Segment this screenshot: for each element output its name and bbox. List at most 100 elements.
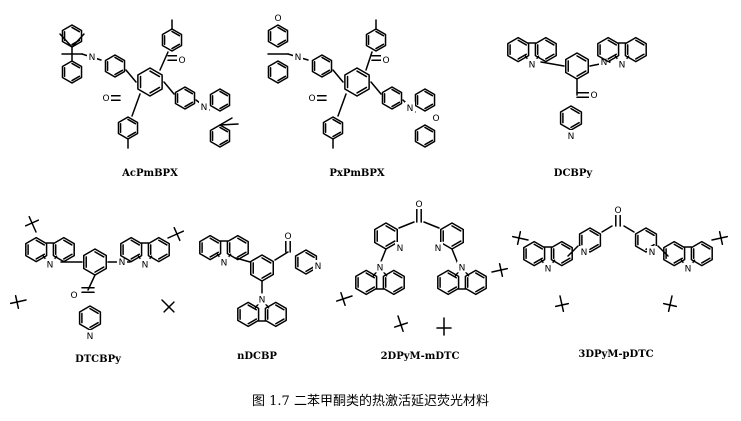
bond: [370, 81, 382, 95]
bond: [365, 51, 373, 71]
oxygen-atom: O: [614, 206, 621, 216]
atom-mask: [307, 92, 317, 103]
methyl-bond: [71, 33, 85, 48]
benzene-ring: [199, 234, 222, 261]
double-bond: [63, 253, 73, 260]
double-bond: [561, 243, 571, 250]
atom-mask: [381, 54, 391, 65]
tbutyl-bond: [518, 237, 529, 241]
pyridine-nitrogen: N: [568, 132, 575, 142]
double-bond: [607, 39, 618, 46]
double-bond: [635, 53, 645, 60]
double-bond: [305, 251, 315, 259]
double-bond: [589, 243, 599, 251]
double-bond: [171, 30, 181, 37]
tbutyl-bond: [176, 233, 181, 242]
benzene-ring: [209, 88, 231, 112]
double-bond: [475, 286, 485, 293]
benzene-ring: [161, 28, 183, 52]
bond: [540, 61, 565, 67]
nitrogen-atom: N: [619, 61, 626, 71]
double-bond: [219, 103, 229, 110]
tbutyl-bond: [24, 222, 33, 227]
tbutyl-bond: [491, 269, 502, 273]
tbutyl-bond: [516, 237, 520, 246]
double-bond: [332, 118, 342, 125]
benzene-ring: [61, 24, 83, 48]
double-bond: [219, 139, 229, 146]
oxygen-atom: O: [415, 200, 422, 210]
atom-mask: [647, 246, 657, 257]
double-bond: [89, 307, 99, 315]
double-bond: [673, 243, 684, 250]
atom-mask: [117, 256, 127, 267]
double-bond: [475, 272, 485, 279]
double-bond: [277, 26, 287, 33]
compound-label-2dpym-mdtc: 2DPyM-mDTC: [380, 351, 460, 362]
atom-mask: [395, 242, 405, 253]
benzene-ring: [663, 240, 686, 267]
double-bond: [424, 126, 434, 133]
benzene-ring: [61, 60, 83, 84]
double-bond: [570, 107, 580, 115]
atom-mask: [69, 289, 79, 300]
bond: [398, 221, 415, 229]
double-bond: [277, 39, 287, 46]
tbutyl-bond: [31, 222, 37, 233]
atom-mask: [283, 230, 293, 241]
double-bond: [561, 257, 571, 264]
double-bond: [275, 318, 285, 325]
benzene-ring: [578, 227, 602, 253]
atom-mask: [140, 258, 150, 270]
benzene-ring: [344, 67, 370, 97]
benzene-ring: [226, 234, 249, 261]
double-bond: [277, 62, 287, 69]
nitrogen-atom: N: [89, 53, 96, 63]
benzene-ring: [437, 269, 460, 296]
double-bond: [375, 30, 385, 37]
benzene-ring: [137, 67, 163, 97]
double-bond: [517, 39, 528, 46]
nitrogen-atom: N: [685, 265, 692, 275]
nitrogen-atom: N: [601, 58, 608, 68]
double-bond: [424, 90, 434, 97]
atom-mask: [589, 89, 599, 100]
double-bond: [451, 225, 462, 232]
tbutyl-bond: [168, 301, 175, 308]
double-bond: [356, 86, 368, 94]
bond: [623, 225, 635, 233]
double-bond: [391, 88, 401, 95]
double-bond: [237, 251, 247, 258]
tbutyl-bond: [511, 235, 520, 239]
double-bond: [219, 90, 229, 97]
double-bond: [385, 240, 396, 247]
bond: [601, 225, 613, 233]
benzene-ring: [267, 60, 289, 84]
nitrogen-atom: N: [459, 263, 466, 273]
double-bond: [576, 70, 587, 77]
benzene-ring: [120, 236, 143, 263]
benzene-ring: [25, 236, 48, 263]
benzene-ring: [382, 269, 405, 296]
tbutyl-bond: [397, 315, 402, 326]
benzene-ring: [249, 254, 275, 282]
double-bond: [63, 239, 73, 246]
nitrogen-atom: N: [119, 258, 126, 268]
atom-mask: [405, 102, 415, 113]
double-bond: [158, 239, 168, 246]
benzene-ring: [82, 248, 108, 276]
double-bond: [114, 69, 124, 76]
nitrogen-atom: N: [259, 295, 266, 305]
tbutyl-bond: [662, 302, 671, 306]
tbutyl-bond: [161, 299, 170, 308]
benzene-ring: [104, 54, 126, 78]
double-bond: [89, 321, 99, 329]
methyl-bond: [219, 117, 233, 126]
double-bond: [184, 88, 194, 95]
pyridine-nitrogen: N: [397, 244, 404, 254]
pyridine-nitrogen: N: [435, 244, 442, 254]
